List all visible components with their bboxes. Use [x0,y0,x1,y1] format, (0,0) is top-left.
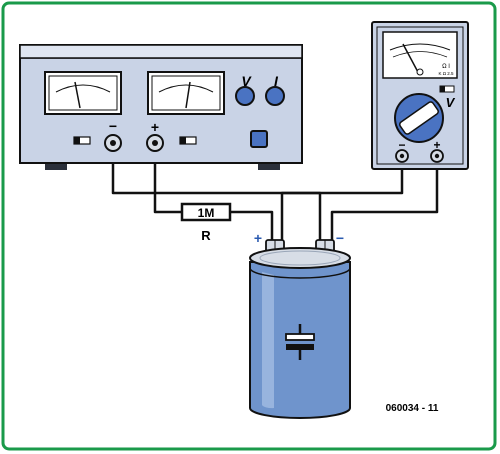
multimeter-plus-terminal[interactable] [430,149,444,163]
multimeter: Ω I K Ω 2.5 V − + [371,21,469,170]
psu-ammeter [147,71,225,115]
psu-current-label: I [274,73,279,89]
resistor-value-label: 1M [198,206,215,220]
multimeter-scale-1: Ω I [442,64,450,70]
resistor-body [180,202,232,222]
psu-voltage-knob[interactable] [235,86,255,106]
wire-resistor-to-cap-plus [230,210,274,242]
psu-switch-left[interactable] [73,136,91,145]
psu-voltage-label: V [241,73,252,89]
multimeter-minus-terminal[interactable] [395,149,409,163]
power-supply: V I − + [19,44,303,170]
psu-minus-label: − [109,118,117,134]
wire-psu-plus-to-resistor [153,145,182,214]
capacitor-minus-label: − [336,230,344,246]
multimeter-plus-label: + [433,138,440,152]
psu-current-knob[interactable] [265,86,285,106]
resistor: 1M R [180,202,232,243]
multimeter-scale-2: K Ω 2.5 [438,71,454,76]
wire-meter-minus-to-cap-plus [280,155,404,242]
psu-foot-right [258,160,280,170]
psu-voltmeter [44,71,122,115]
multimeter-minus-label: − [398,138,405,152]
multimeter-switch[interactable] [439,85,455,93]
psu-plus-label: + [151,119,159,135]
resistor-name-label: R [201,228,211,243]
multimeter-needle [402,43,420,75]
figure-id-label: 060034 - 11 [386,403,439,414]
psu-foot-left [45,160,67,170]
multimeter-rotary-dial[interactable] [394,93,444,143]
psu-plus-terminal[interactable] [146,134,164,152]
wire-psu-minus-to-cap-minus [111,145,322,242]
psu-minus-terminal[interactable] [104,134,122,152]
capacitor-plus-label: + [254,230,262,246]
psu-power-button[interactable] [250,130,268,148]
psu-ammeter-needle [185,81,191,109]
wiring [111,145,439,242]
multimeter-range-label: V [446,95,456,110]
psu-switch-right[interactable] [179,136,197,145]
capacitor-symbol-icon [285,324,315,360]
wire-meter-plus-to-cap-minus [330,155,439,242]
capacitor: + − [249,230,351,419]
multimeter-display: Ω I K Ω 2.5 [382,31,458,79]
psu-voltmeter-needle [74,81,81,109]
